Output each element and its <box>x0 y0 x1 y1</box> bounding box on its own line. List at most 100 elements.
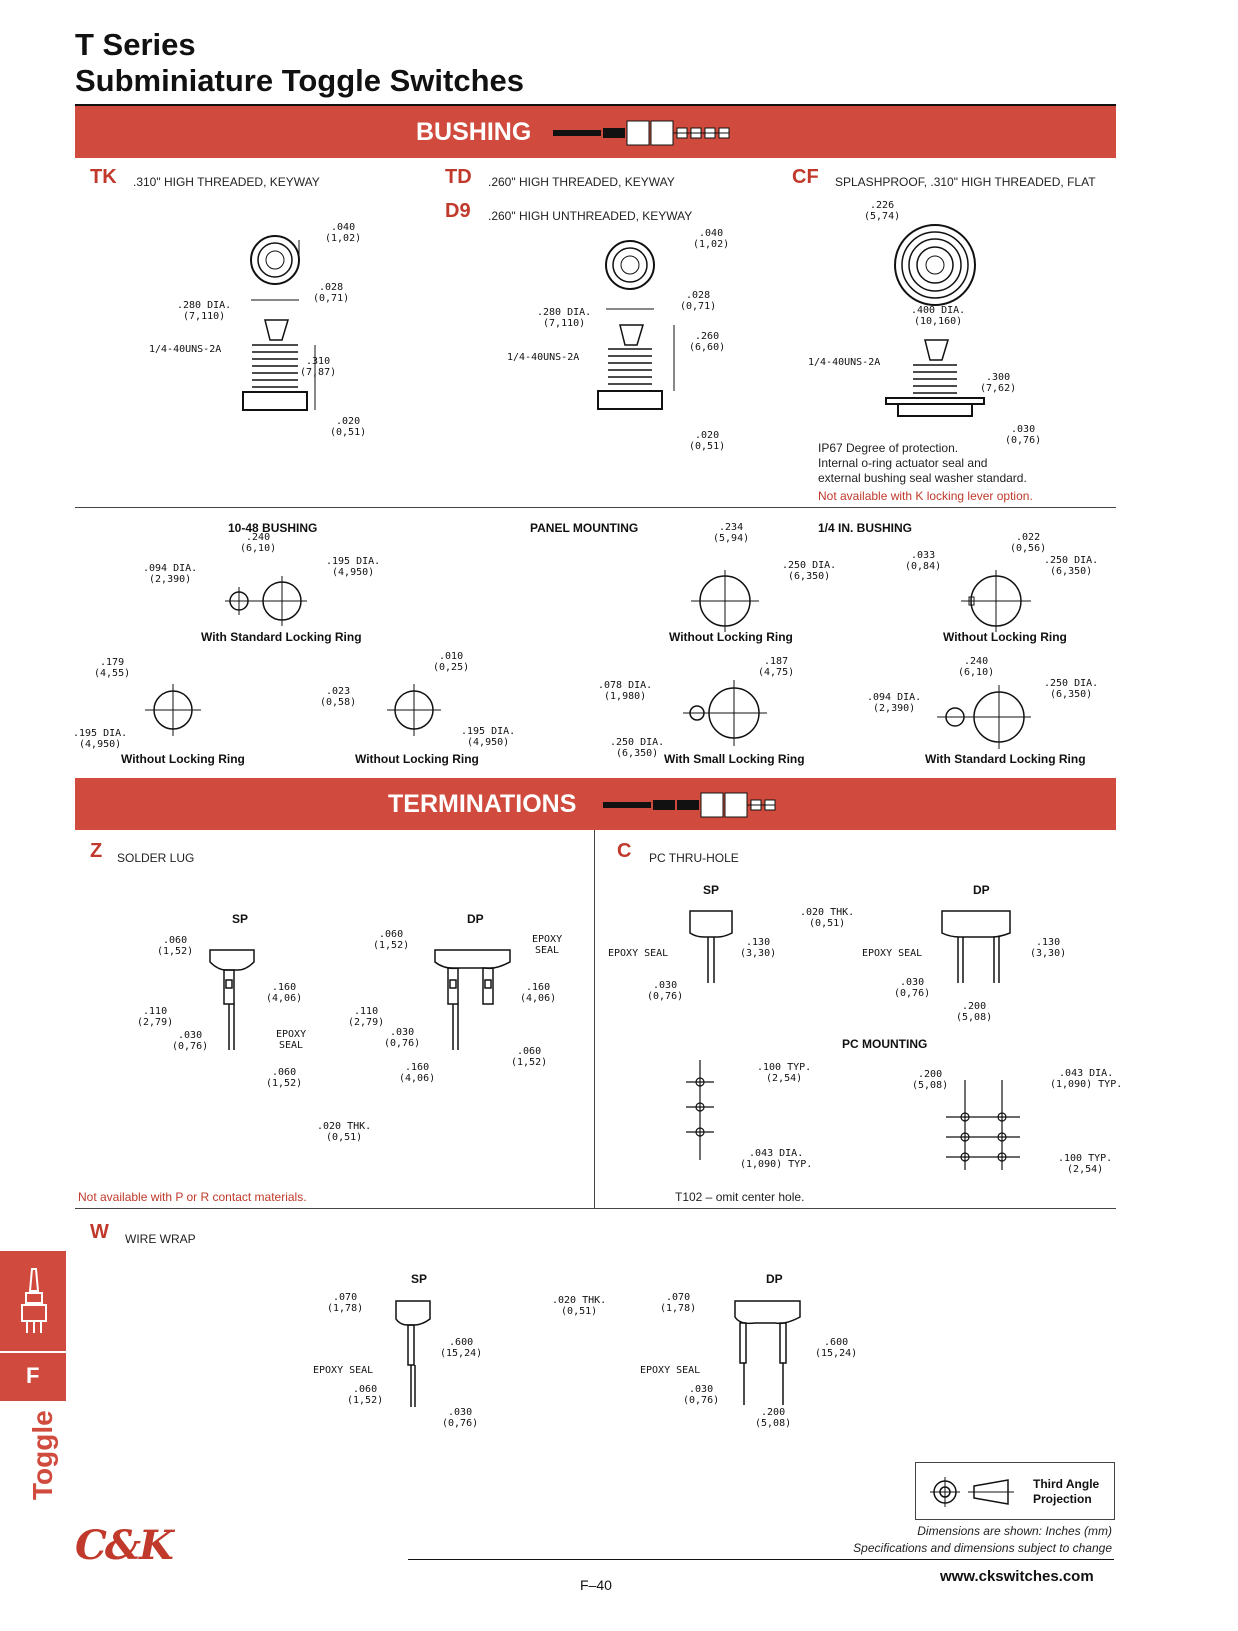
pc-dim-100b: .100 TYP. (2,54) <box>1058 1153 1113 1175</box>
c-pc-thru-hole-drawings <box>689 910 1011 983</box>
header-quarter-bushing: 1/4 IN. BUSHING <box>818 521 913 535</box>
w-dp-dim-030: .030 (0,76) <box>683 1384 720 1406</box>
cf-dim-300: .300 (7,62) <box>980 372 1017 394</box>
m-dim-e1: .179 (4,55) <box>94 657 131 679</box>
m-dim-f1: .010 (0,25) <box>433 651 470 673</box>
d9-dim-028: .028 (0,71) <box>680 290 717 312</box>
z-dp-dim-060b: .060 (1,52) <box>511 1046 548 1068</box>
footer-rule <box>408 1559 1114 1560</box>
cf-note-line: external bushing seal washer standard. <box>818 471 1027 485</box>
w-sp-dim-epoxy: EPOXY SEAL <box>313 1365 374 1376</box>
z-sp-dim-060b: .060 (1,52) <box>266 1067 303 1089</box>
series-subtitle: Subminiature Toggle Switches <box>75 63 524 98</box>
projection-symbol-icon <box>930 1477 1014 1507</box>
w-dp-dim-600: .600 (15,24) <box>815 1337 858 1359</box>
tk-dim-280: .280 DIA. (7,110) <box>177 300 232 322</box>
desc-w: WIRE WRAP <box>125 1232 196 1246</box>
c-dp-dim-epoxy: EPOXY SEAL <box>862 948 923 959</box>
z-sp-dim-060: .060 (1,52) <box>157 935 194 957</box>
part-code-bar-icon <box>603 792 776 818</box>
m-dim-c2: .033 (0,84) <box>905 550 942 572</box>
tk-dim-310: .310 (7,87) <box>300 356 337 378</box>
z-sp-label: SP <box>232 912 249 926</box>
m-dim-h2: .094 DIA. (2,390) <box>867 692 922 714</box>
m-dim-a1: .240 (6,10) <box>240 532 277 554</box>
cf-note-line: IP67 Degree of protection. <box>818 441 959 455</box>
ck-logo: C&K <box>75 1522 174 1569</box>
z-dp-dim-110: .110 (2,79) <box>348 1006 385 1028</box>
z-dim-thk: .020 THK. (0,51) <box>317 1121 372 1143</box>
w-dp-dim-070: .070 (1,78) <box>660 1292 697 1314</box>
z-sp-dim-epoxy: EPOXY SEAL <box>276 1029 307 1051</box>
terminations-banner-title: TERMINATIONS <box>388 790 577 818</box>
bushing-banner: BUSHING <box>75 106 1116 158</box>
m-dim-c3: .250 DIA. (6,350) <box>1044 555 1099 577</box>
c-dp-label: DP <box>973 883 990 897</box>
toggle-switch-icon <box>21 1268 47 1333</box>
bushing-banner-title: BUSHING <box>416 118 532 146</box>
m-dim-c1: .022 (0,56) <box>1010 532 1047 554</box>
cf-dim-thread: 1/4-40UNS-2A <box>808 357 881 368</box>
series-title: T Series <box>75 27 196 62</box>
cap-without-ring-3: Without Locking Ring <box>121 752 245 766</box>
panel-cutout-drawings <box>145 570 1031 749</box>
w-sp-dim-070: .070 (1,78) <box>327 1292 364 1314</box>
w-sp-dim-060: .060 (1,52) <box>347 1384 384 1406</box>
desc-d9: .260" HIGH UNTHREADED, KEYWAY <box>488 209 693 223</box>
z-dp-dim-160b: .160 (4,06) <box>399 1062 436 1084</box>
code-td: TD <box>445 166 472 188</box>
page-number: F–40 <box>580 1577 612 1593</box>
c-dp-dim-030: .030 (0,76) <box>894 977 931 999</box>
desc-tk: .310" HIGH THREADED, KEYWAY <box>133 175 320 189</box>
z-dp-dim-epoxy: EPOXY SEAL <box>532 934 563 956</box>
c-sp-label: SP <box>703 883 720 897</box>
w-dim-thk: .020 THK. (0,51) <box>552 1295 607 1317</box>
website-url: www.ckswitches.com <box>940 1568 1094 1585</box>
cf-dim-400: .400 DIA. (10,160) <box>911 305 966 327</box>
tk-dim-028: .028 (0,71) <box>313 282 350 304</box>
pc-dim-200: .200 (5,08) <box>912 1069 949 1091</box>
z-dp-dim-030: .030 (0,76) <box>384 1027 421 1049</box>
m-dim-a2: .094 DIA. (2,390) <box>143 563 198 585</box>
m-dim-g3: .250 DIA. (6,350) <box>610 737 665 759</box>
z-sp-dim-160: .160 (4,06) <box>266 982 303 1004</box>
sidebar-toggle-tab <box>0 1251 66 1351</box>
cf-note-red: Not available with K locking lever optio… <box>818 489 1033 503</box>
w-dp-label: DP <box>766 1272 783 1286</box>
w-wire-wrap-drawings <box>395 1300 801 1407</box>
cap-small-ring: With Small Locking Ring <box>664 752 805 766</box>
tk-dim-thread: 1/4-40UNS-2A <box>149 344 222 355</box>
d9-dim-280: .280 DIA. (7,110) <box>537 307 592 329</box>
projection-label: Third Angle Projection <box>1033 1477 1100 1506</box>
header-1048-bushing: 10-48 BUSHING <box>228 521 318 535</box>
pc-dim-043: .043 DIA. (1,090) TYP. <box>740 1148 813 1170</box>
header-rule <box>75 104 1116 106</box>
cap-without-ring-2: Without Locking Ring <box>943 630 1067 644</box>
pc-mounting-drawings <box>686 1060 1020 1170</box>
z-sp-dim-030: .030 (0,76) <box>172 1030 209 1052</box>
cf-dim-030: .030 (0,76) <box>1005 424 1042 446</box>
code-z: Z <box>90 840 103 862</box>
c-dp-dim-130: .130 (3,30) <box>1030 937 1067 959</box>
w-sp-label: SP <box>411 1272 428 1286</box>
c-dp-dim-200: .200 (5,08) <box>956 1001 993 1023</box>
cap-std-ring-2: With Standard Locking Ring <box>925 752 1086 766</box>
w-sp-dim-030: .030 (0,76) <box>442 1407 479 1429</box>
tk-dim-040: .040 (1,02) <box>325 222 362 244</box>
header-panel-mounting: PANEL MOUNTING <box>530 521 639 535</box>
m-dim-h1: .240 (6,10) <box>958 656 995 678</box>
z-solder-lug-drawings <box>209 949 511 1050</box>
m-dim-a3: .195 DIA. (4,950) <box>326 556 381 578</box>
part-code-bar-icon <box>553 120 730 146</box>
third-angle-projection-box: Third Angle Projection <box>915 1462 1115 1520</box>
w-dp-dim-epoxy: EPOXY SEAL <box>640 1365 701 1376</box>
c-sp-dim-030: .030 (0,76) <box>647 980 684 1002</box>
d9-dim-020: .020 (0,51) <box>689 430 726 452</box>
sidebar-tab-letter: F <box>26 1363 40 1388</box>
c-sp-dim-130: .130 (3,30) <box>740 937 777 959</box>
m-dim-b2: .250 DIA. (6,350) <box>782 560 837 582</box>
cap-without-ring-4: Without Locking Ring <box>355 752 479 766</box>
cf-dim-226: .226 (5,74) <box>864 200 901 222</box>
code-tk: TK <box>90 166 117 188</box>
z-note-red: Not available with P or R contact materi… <box>78 1190 307 1204</box>
